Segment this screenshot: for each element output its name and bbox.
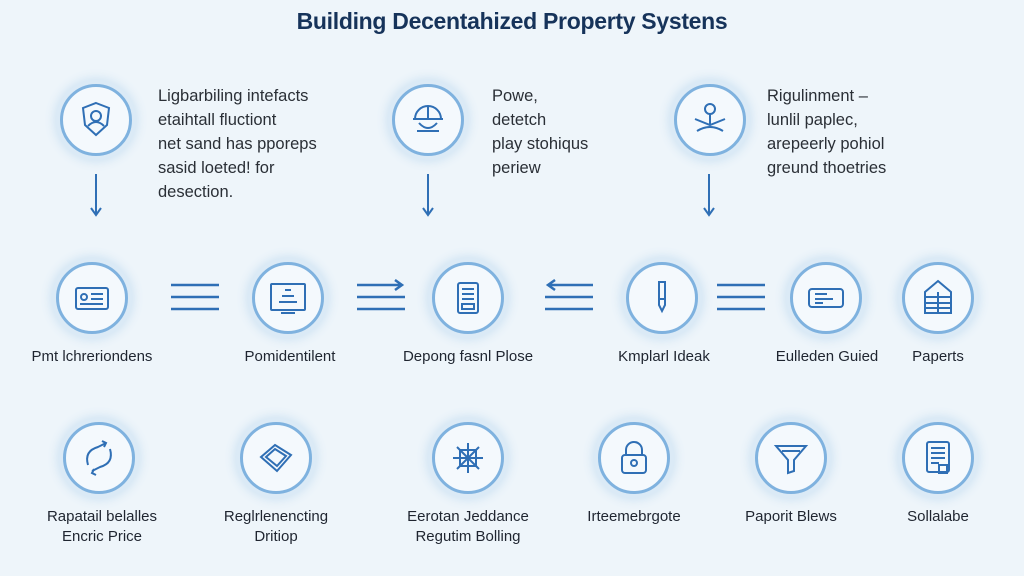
top-description-3: Rigulinment – lunlil paplec, arepeerly p…	[767, 87, 887, 177]
printer-icon	[432, 262, 504, 334]
funnel-icon	[755, 422, 827, 494]
network-star-icon	[432, 422, 504, 494]
down-arrow-1	[90, 174, 102, 217]
page-title: Building Decentahized Property Systens	[296, 8, 728, 34]
hand-exchange-icon	[63, 422, 135, 494]
bottom-label-1: Rapatail belalles Encric Price	[46, 508, 158, 545]
middle-label-4: Kmplarl Ideak	[618, 348, 710, 365]
monitor-document-icon	[252, 262, 324, 334]
house-building-icon	[902, 262, 974, 334]
helmet-person-icon	[392, 84, 464, 156]
middle-label-5: Eulleden Guied	[775, 348, 879, 365]
down-arrow-3	[703, 174, 715, 217]
diamond-plate-icon	[240, 422, 312, 494]
right-arrow-connector	[357, 279, 405, 311]
middle-label-3: Depong fasnl Plose	[402, 348, 534, 365]
bottom-label-5: Paporit Blews	[745, 508, 837, 525]
id-card-icon	[56, 262, 128, 334]
battery-card-icon	[790, 262, 862, 334]
bottom-label-6: Sollalabe	[907, 508, 969, 525]
middle-label-2: Pomidentilent	[244, 348, 336, 365]
person-shield-icon	[60, 84, 132, 156]
bottom-label-2: Reglrlenencting Dritiop	[223, 508, 329, 545]
top-description-2: Powe, detetch play stohiqus periew	[492, 87, 589, 177]
document-stack-icon	[902, 422, 974, 494]
top-description-1: Ligbarbiling intefacts etaihtall fluctio…	[158, 87, 317, 201]
middle-label-1: Pmt lchreriondens	[31, 348, 153, 365]
equals-connector-2	[717, 283, 765, 311]
left-arrow-connector	[545, 279, 593, 311]
bottom-label-4: Irteemebrgote	[587, 508, 681, 525]
middle-label-6: Paperts	[912, 348, 964, 365]
bottom-label-3: Eerotan Jeddance Regutim Bolling	[407, 508, 529, 545]
pen-icon	[626, 262, 698, 334]
padlock-icon	[598, 422, 670, 494]
person-meditation-icon	[674, 84, 746, 156]
down-arrow-2	[422, 174, 434, 217]
equals-connector-1	[171, 283, 219, 311]
